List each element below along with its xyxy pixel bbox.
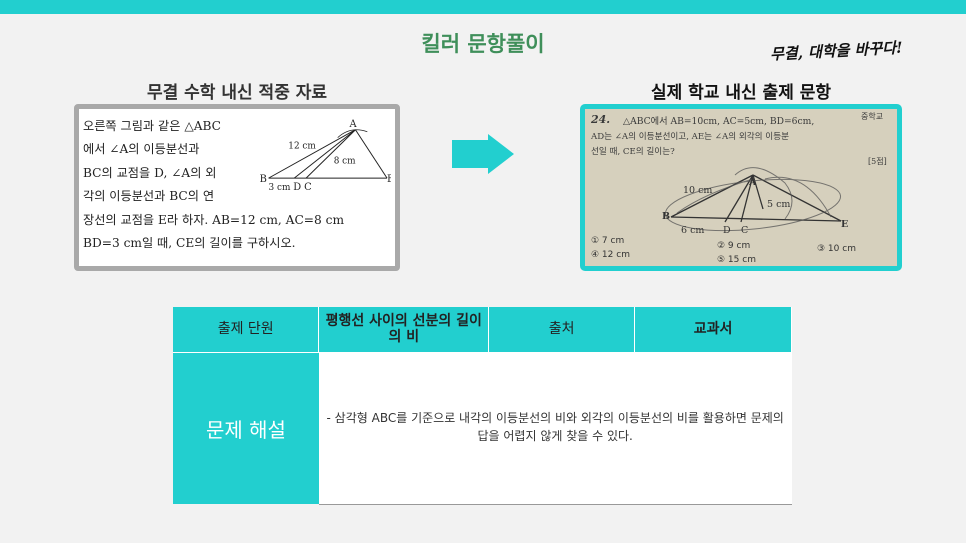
length-ab: 12 cm bbox=[288, 142, 316, 152]
label-a: A bbox=[349, 119, 358, 130]
explanation-label: 문제 해설 bbox=[173, 351, 319, 504]
photo-label-a: A bbox=[748, 177, 757, 188]
choice-4: ④ 12 cm bbox=[591, 250, 630, 260]
photo-label-e: E bbox=[841, 219, 848, 230]
header-source-label: 출처 bbox=[488, 307, 636, 352]
photo-length-ac: 5 cm bbox=[767, 199, 790, 210]
photo-line-2: AD는 ∠A의 이등분선이고, AE는 ∠A의 외각의 이등분 bbox=[590, 130, 789, 142]
header-source-value: 교과서 bbox=[634, 307, 792, 352]
exam-photo-illustration: 24. 중학교 △ABC에서 AB=10cm, AC=5cm, BD=6cm, … bbox=[585, 109, 897, 266]
explanation-text: - 삼각형 ABC를 기준으로 내각의 이등분선의 비와 외각의 이등분선의 비… bbox=[318, 352, 792, 505]
top-accent-bar bbox=[0, 0, 966, 14]
school-exam-photo: 24. 중학교 △ABC에서 AB=10cm, AC=5cm, BD=6cm, … bbox=[580, 104, 902, 271]
choice-5: ⑤ 15 cm bbox=[717, 255, 756, 265]
page-title: 킬러 문항풀이 bbox=[421, 32, 545, 56]
left-panel-label: 무결 수학 내신 적중 자료 bbox=[146, 83, 328, 103]
right-panel-label: 실제 학교 내신 출제 문항 bbox=[650, 83, 832, 103]
table-body-row: 문제 해설 - 삼각형 ABC를 기준으로 내각의 이등분선의 비와 외각의 이… bbox=[173, 351, 792, 505]
photo-problem-number: 24. bbox=[590, 113, 610, 126]
photo-line-1: △ABC에서 AB=10cm, AC=5cm, BD=6cm, bbox=[623, 116, 814, 127]
table-header-row: 출제 단원 평행선 사이의 선분의 길이의 비 출처 교과서 bbox=[173, 307, 792, 352]
photo-label-c: C bbox=[741, 225, 748, 236]
header-unit-value: 평행선 사이의 선분의 길이의 비 bbox=[318, 307, 490, 352]
problem-line: BD=3 cm일 때, CE의 길이를 구하시오. bbox=[83, 236, 296, 251]
photo-length-ab: 10 cm bbox=[683, 185, 712, 196]
problem-line: 오른쪽 그림과 같은 △ABC bbox=[83, 119, 222, 133]
length-bd: 3 cm bbox=[269, 183, 291, 193]
photo-label-d: D bbox=[723, 225, 731, 236]
length-ac: 8 cm bbox=[334, 156, 356, 166]
info-table: 출제 단원 평행선 사이의 선분의 길이의 비 출처 교과서 문제 해설 - 삼… bbox=[173, 307, 792, 505]
photo-line-3: 선일 때, CE의 길이는? bbox=[591, 146, 675, 157]
photo-length-bd: 6 cm bbox=[681, 225, 704, 236]
photo-label-b: B bbox=[662, 211, 670, 222]
label-d: D bbox=[293, 182, 301, 193]
photo-school: 중학교 bbox=[861, 111, 883, 121]
label-b: B bbox=[260, 174, 267, 185]
choice-1: ① 7 cm bbox=[591, 236, 624, 246]
photo-points: [5점] bbox=[868, 156, 887, 166]
label-e: E bbox=[387, 174, 391, 185]
problem-line: 각의 이등분선과 BC의 연 bbox=[83, 189, 215, 204]
problem-line: 장선의 교점을 E라 하자. AB=12 cm, AC=8 cm bbox=[83, 212, 345, 227]
problem-text: 오른쪽 그림과 같은 △ABC 에서 ∠A의 이등분선과 BC의 교점을 D, … bbox=[83, 115, 393, 255]
reference-problem-panel: 오른쪽 그림과 같은 △ABC 에서 ∠A의 이등분선과 BC의 교점을 D, … bbox=[74, 104, 400, 271]
choice-2: ② 9 cm bbox=[717, 241, 750, 251]
problem-line: 에서 ∠A의 이등분선과 bbox=[83, 142, 200, 157]
right-arrow-icon bbox=[452, 134, 514, 174]
header-unit-label: 출제 단원 bbox=[173, 307, 320, 352]
triangle-figure: A B C D E 12 cm 8 cm 3 cm bbox=[260, 119, 391, 193]
choice-3: ③ 10 cm bbox=[817, 244, 856, 254]
label-c: C bbox=[304, 182, 312, 193]
problem-line: BC의 교점을 D, ∠A의 외 bbox=[83, 165, 217, 180]
